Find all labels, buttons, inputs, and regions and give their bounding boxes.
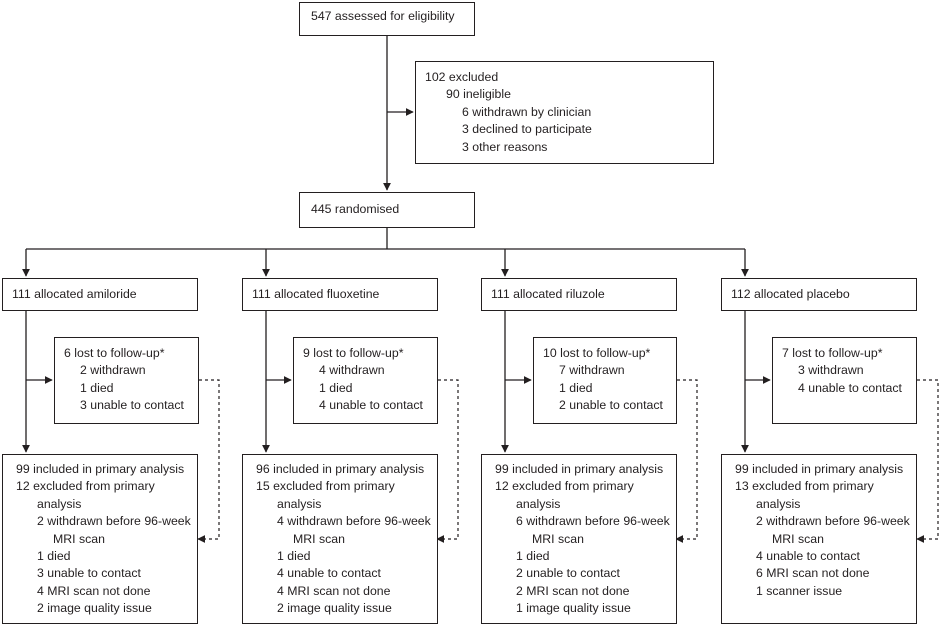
- allocated-box-riluzole: 111 allocated riluzole: [481, 278, 677, 311]
- analysis-line: MRI scan: [772, 531, 824, 546]
- lost-box-fluoxetine: 9 lost to follow-up* 4 withdrawn 1 died …: [293, 337, 438, 424]
- randomised-box: 445 randomised: [299, 192, 475, 228]
- analysis-included: 99 included in primary analysis: [495, 462, 664, 476]
- analysis-box-riluzole: 99 included in primary analysis 12 exclu…: [481, 454, 677, 624]
- analysis-box-fluoxetine: 96 included in primary analysis 15 exclu…: [242, 454, 438, 624]
- analysis-line: 2 image quality issue: [37, 601, 152, 616]
- analysis-line: 2 unable to contact: [516, 566, 620, 581]
- analysis-line: 1 died: [37, 549, 71, 564]
- analysis-excluded: 12 excluded from primary: [16, 479, 155, 494]
- analysis-line: analysis: [277, 496, 322, 511]
- excluded-declined: 3 declined to participate: [462, 122, 592, 137]
- analysis-line: 4 unable to contact: [277, 566, 381, 581]
- allocated-text: 112 allocated placebo: [731, 287, 850, 301]
- dashed-return-4: [916, 379, 939, 543]
- analysis-excluded: 12 excluded from primary: [495, 479, 634, 494]
- analysis-line: 1 died: [516, 549, 550, 564]
- dashed-return-1: [197, 379, 220, 543]
- analysis-line: MRI scan: [293, 531, 345, 546]
- excluded-box: 102 excluded 90 ineligible 6 withdrawn b…: [415, 61, 714, 164]
- allocated-box-fluoxetine: 111 allocated fluoxetine: [242, 278, 438, 311]
- lost-item: 4 withdrawn: [319, 363, 385, 378]
- allocated-box-amiloride: 111 allocated amiloride: [2, 278, 198, 311]
- analysis-excluded: 15 excluded from primary: [256, 479, 395, 494]
- analysis-line: 1 scanner issue: [756, 583, 843, 598]
- lost-total: 10 lost to follow-up*: [543, 346, 651, 360]
- dashed-return-3: [675, 379, 698, 543]
- lost-item: 4 unable to contact: [319, 398, 423, 413]
- excluded-total: 102 excluded: [425, 70, 499, 84]
- randomised-text: 445 randomised: [311, 202, 400, 216]
- lost-total: 7 lost to follow-up*: [782, 346, 883, 360]
- lost-item: 4 unable to contact: [798, 380, 902, 395]
- assessed-text: 547 assessed for eligibility: [311, 9, 455, 23]
- analysis-line: 3 unable to contact: [37, 566, 141, 581]
- analysis-excluded: 13 excluded from primary: [735, 479, 874, 494]
- allocated-box-placebo: 112 allocated placebo: [721, 278, 917, 311]
- analysis-line: 1 image quality issue: [516, 601, 631, 616]
- analysis-included: 96 included in primary analysis: [256, 462, 425, 476]
- excluded-ineligible: 90 ineligible: [446, 87, 511, 102]
- analysis-line: 4 MRI scan not done: [37, 583, 151, 598]
- analysis-line: MRI scan: [532, 531, 584, 546]
- lost-item: 7 withdrawn: [559, 363, 625, 378]
- allocated-text: 111 allocated fluoxetine: [252, 287, 380, 301]
- lost-item: 2 withdrawn: [80, 363, 146, 378]
- analysis-line: 1 died: [277, 549, 311, 564]
- lost-item: 3 withdrawn: [798, 363, 864, 378]
- lost-item: 3 unable to contact: [80, 398, 184, 413]
- lost-item: 1 died: [559, 380, 593, 395]
- analysis-line: 2 MRI scan not done: [516, 583, 630, 598]
- lost-item: 2 unable to contact: [559, 398, 663, 413]
- analysis-line: 2 image quality issue: [277, 601, 392, 616]
- analysis-line: 4 unable to contact: [756, 549, 860, 564]
- lost-item: 1 died: [80, 380, 114, 395]
- dashed-return-2: [436, 379, 459, 543]
- analysis-included: 99 included in primary analysis: [735, 462, 904, 476]
- analysis-line: analysis: [37, 496, 82, 511]
- lost-total: 6 lost to follow-up*: [64, 346, 165, 360]
- analysis-line: 2 withdrawn before 96-week: [756, 514, 910, 529]
- analysis-line: 6 MRI scan not done: [756, 566, 870, 581]
- allocated-text: 111 allocated amiloride: [12, 287, 137, 301]
- analysis-line: analysis: [516, 496, 561, 511]
- lost-item: 1 died: [319, 380, 353, 395]
- analysis-line: analysis: [756, 496, 801, 511]
- analysis-line: 4 withdrawn before 96-week: [277, 514, 431, 529]
- analysis-box-amiloride: 99 included in primary analysis 12 exclu…: [2, 454, 198, 624]
- lost-box-placebo: 7 lost to follow-up* 3 withdrawn 4 unabl…: [772, 337, 917, 424]
- lost-box-riluzole: 10 lost to follow-up* 7 withdrawn 1 died…: [533, 337, 677, 424]
- allocated-text: 111 allocated riluzole: [491, 287, 605, 301]
- analysis-line: MRI scan: [53, 531, 105, 546]
- lost-box-amiloride: 6 lost to follow-up* 2 withdrawn 1 died …: [54, 337, 199, 424]
- analysis-line: 4 MRI scan not done: [277, 583, 391, 598]
- lost-total: 9 lost to follow-up*: [303, 346, 404, 360]
- analysis-included: 99 included in primary analysis: [16, 462, 185, 476]
- assessed-box: 547 assessed for eligibility: [299, 2, 475, 36]
- analysis-line: 6 withdrawn before 96-week: [516, 514, 670, 529]
- excluded-withdrawn: 6 withdrawn by clinician: [462, 104, 592, 119]
- excluded-other: 3 other reasons: [462, 139, 548, 154]
- analysis-line: 2 withdrawn before 96-week: [37, 514, 191, 529]
- analysis-box-placebo: 99 included in primary analysis 13 exclu…: [721, 454, 917, 624]
